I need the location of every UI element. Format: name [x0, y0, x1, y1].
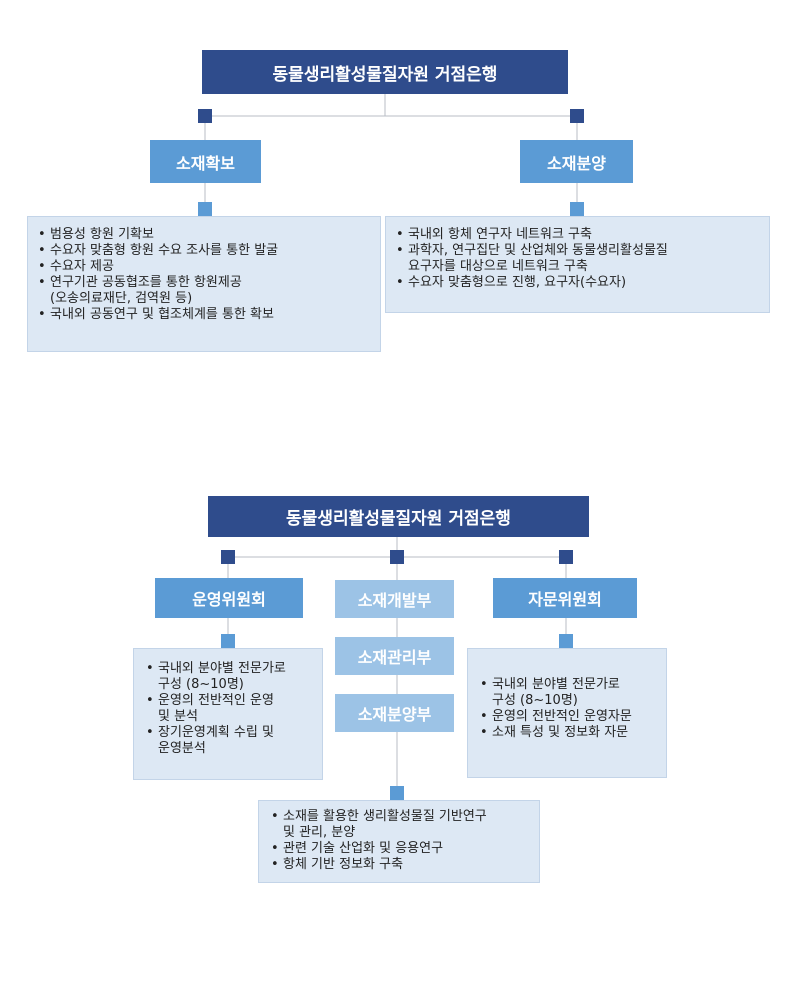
list-item: 연구기관 공동협조를 통한 항원제공(오송의료재단, 검역원 등) — [36, 275, 370, 307]
list-item: 소재 특성 및 정보화 자문 — [478, 725, 658, 741]
list-item-text: 운영의 전반적인 운영자문 — [492, 709, 632, 724]
diagram1-right-box: 국내외 항체 연구자 네트워크 구축과학자, 연구집단 및 산업체와 동물생리활… — [385, 216, 770, 313]
list-item-text: 국내외 공동연구 및 협조체계를 통한 확보 — [50, 307, 274, 322]
diagram2-root: 동물생리활성물질자원 거점은행 — [208, 496, 589, 537]
list-item-text: 소재를 활용한 생리활성물질 기반연구 — [283, 809, 487, 824]
list-item-text: 항체 기반 정보화 구축 — [283, 857, 404, 872]
list-item-text: 운영의 전반적인 운영 — [158, 693, 274, 708]
diagram1-root: 동물생리활성물질자원 거점은행 — [202, 50, 568, 94]
list-item: 국내외 공동연구 및 협조체계를 통한 확보 — [36, 307, 370, 323]
connector-node — [198, 109, 212, 123]
list-item-text: 및 관리, 분양 — [283, 825, 356, 840]
list-item-text: 과학자, 연구집단 및 산업체와 동물생리활성물질 — [408, 243, 668, 258]
list-item-text: 연구기관 공동협조를 통한 항원제공 — [50, 275, 242, 290]
list-item-text: 및 분석 — [158, 709, 199, 724]
connector-node — [198, 202, 212, 216]
list-item: 범용성 항원 기확보 — [36, 227, 370, 243]
list-item-text: 구성 (8~10명) — [158, 677, 244, 692]
diagram1-left-box: 범용성 항원 기확보수요자 맞춤형 항원 수요 조사를 통한 발굴수요자 제공연… — [27, 216, 381, 352]
list-item-text: (오송의료재단, 검역원 등) — [50, 291, 193, 306]
connector-node — [570, 109, 584, 123]
list-item-text: 국내외 항체 연구자 네트워크 구축 — [408, 227, 592, 242]
list-item: 수요자 제공 — [36, 259, 370, 275]
connector-node — [559, 550, 573, 564]
list-item-text: 요구자를 대상으로 네트워크 구축 — [408, 259, 588, 274]
list-item-text: 국내외 분야별 전문가로 — [158, 661, 286, 676]
department-box: 소재분양부 — [335, 694, 454, 732]
list-item: 수요자 맞춤형으로 진행, 요구자(수요자) — [394, 275, 759, 291]
list-item-text: 범용성 항원 기확보 — [50, 227, 154, 242]
bullet-list: 국내외 항체 연구자 네트워크 구축과학자, 연구집단 및 산업체와 동물생리활… — [394, 227, 759, 291]
connector-node — [559, 634, 573, 648]
list-item: 항체 기반 정보화 구축 — [269, 857, 531, 873]
connector-node — [221, 550, 235, 564]
list-item: 운영의 전반적인 운영자문 — [478, 709, 658, 725]
bullet-list: 범용성 항원 기확보수요자 맞춤형 항원 수요 조사를 통한 발굴수요자 제공연… — [36, 227, 370, 323]
connector-node — [390, 550, 404, 564]
diagram2-left-title: 운영위원회 — [155, 578, 303, 618]
list-item-text: 관련 기술 산업화 및 응용연구 — [283, 841, 444, 856]
diagram2-right-title: 자문위원회 — [493, 578, 637, 618]
list-item-text: 운영분석 — [158, 741, 206, 756]
department-box: 소재개발부 — [335, 580, 454, 618]
list-item: 운영의 전반적인 운영및 분석 — [144, 693, 314, 725]
connector-node — [570, 202, 584, 216]
connector-node — [390, 786, 404, 800]
list-item-text: 장기운영계획 수립 및 — [158, 725, 274, 740]
list-item-text: 국내외 분야별 전문가로 — [492, 677, 620, 692]
list-item: 관련 기술 산업화 및 응용연구 — [269, 841, 531, 857]
list-item-text: 수요자 맞춤형 항원 수요 조사를 통한 발굴 — [50, 243, 279, 258]
diagram1-left-title: 소재확보 — [150, 140, 261, 183]
connector-node — [221, 634, 235, 648]
list-item-text: 수요자 맞춤형으로 진행, 요구자(수요자) — [408, 275, 627, 290]
list-item: 국내외 항체 연구자 네트워크 구축 — [394, 227, 759, 243]
diagram1-right-title: 소재분양 — [520, 140, 633, 183]
list-item: 수요자 맞춤형 항원 수요 조사를 통한 발굴 — [36, 243, 370, 259]
list-item-text: 소재 특성 및 정보화 자문 — [492, 725, 629, 740]
list-item-text: 구성 (8~10명) — [492, 693, 578, 708]
department-box: 소재관리부 — [335, 637, 454, 675]
list-item-text: 수요자 제공 — [50, 259, 114, 274]
